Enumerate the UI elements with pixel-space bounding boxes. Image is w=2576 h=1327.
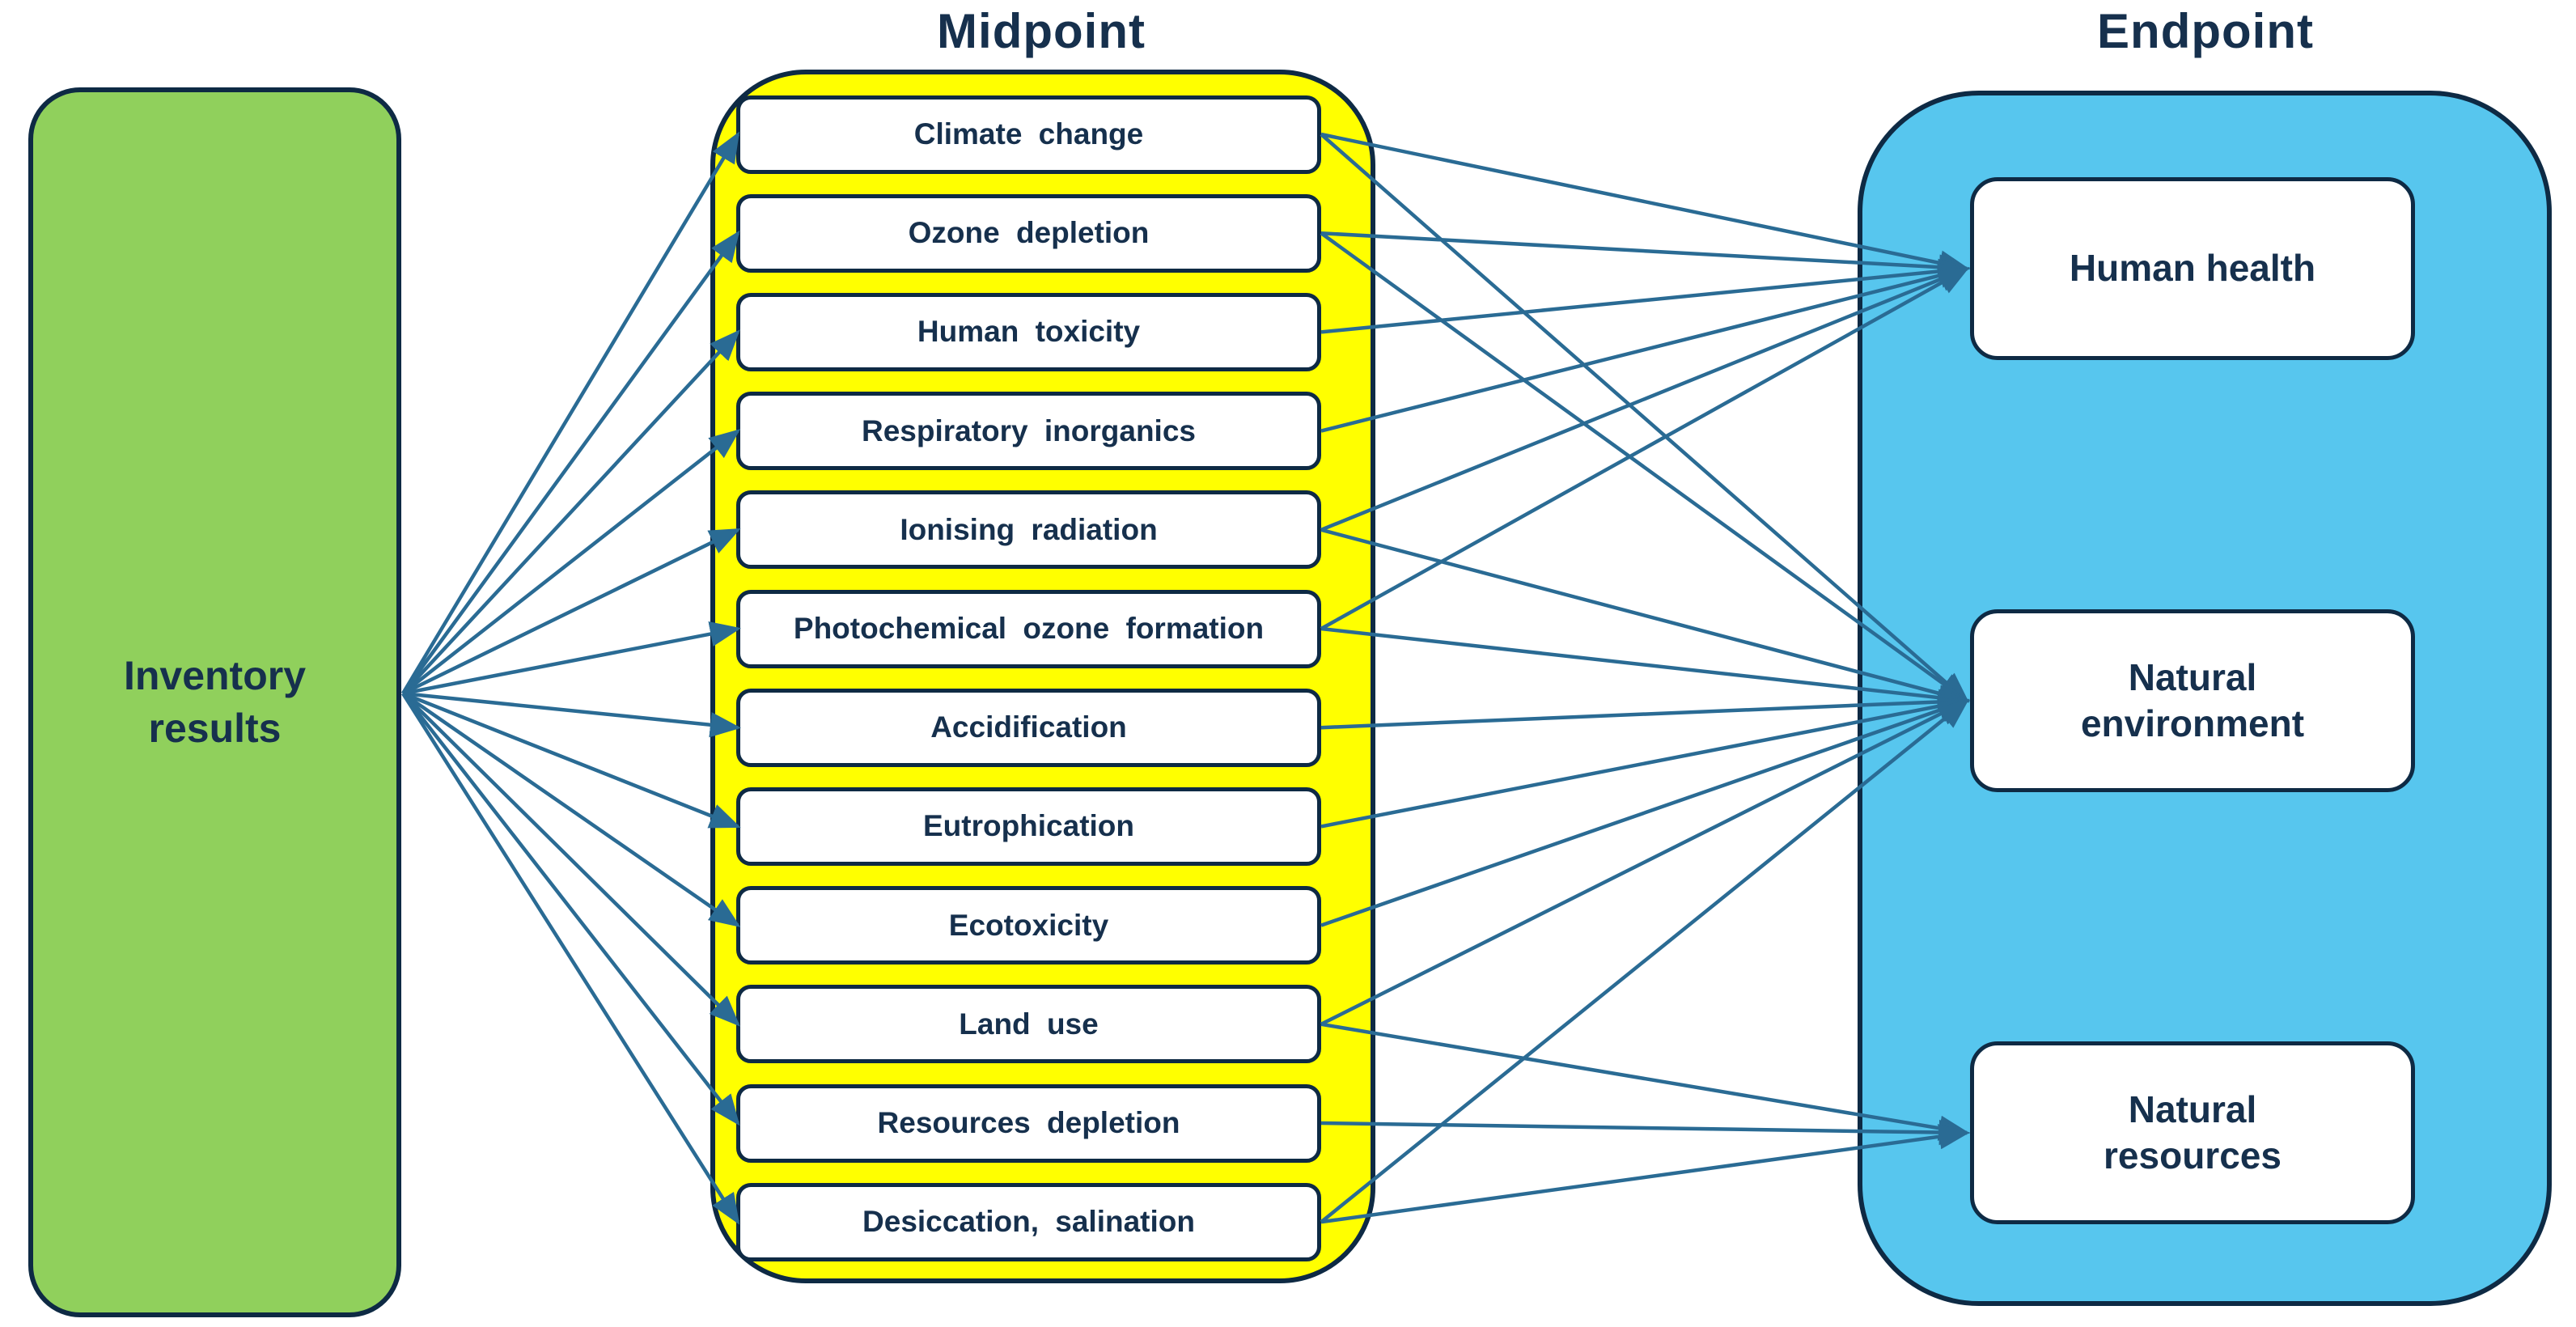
midpoint-item-label: Resources depletion [877,1106,1180,1139]
arrow-inventory-to-climate-change [401,131,740,695]
arrow-inventory-to-ozone-depletion [401,230,740,695]
arrow-inventory-to-eutrophication [402,691,741,829]
endpoint-item-label: Natural resources [2104,1087,2282,1177]
arrow-inventory-to-photochemical-ozone-formation [402,621,741,696]
midpoint-item-label: Photochemical ozone formation [793,612,1265,645]
midpoint-item-eutrophication: Eutrophication [736,786,1321,866]
midpoint-item-resources-depletion: Resources depletion [736,1083,1321,1163]
midpoint-item-label: Accidification [930,710,1127,744]
midpoint-item-accidification: Accidification [736,688,1321,767]
endpoint-item-natural-environment: Natural environment [1970,609,2415,792]
endpoint-item-human-health: Human health [1970,177,2415,360]
arrow-inventory-to-resources-depletion [401,692,740,1126]
midpoint-item-label: Desiccation, salination [862,1205,1195,1239]
midpoint-item-label: Ionising radiation [900,512,1158,546]
midpoint-item-label: Human toxicity [917,315,1141,349]
midpoint-item-label: Ecotoxicity [948,908,1109,942]
midpoint-item-label: Climate change [913,117,1144,151]
midpoint-title: Midpoint [937,4,1146,58]
arrow-inventory-to-ecotoxicity [401,692,741,927]
midpoint-item-label: Respiratory inorganics [861,413,1196,447]
midpoint-item-respiratory-inorganics: Respiratory inorganics [736,392,1321,471]
endpoint-item-label: Natural environment [2080,655,2305,745]
midpoint-item-label: Ozone depletion [908,216,1150,250]
arrow-inventory-to-respiratory-inorganics [401,429,741,695]
midpoint-item-desiccation-salination: Desiccation, salination [736,1182,1321,1261]
midpoint-item-climate-change: Climate change [736,95,1321,174]
endpoint-title: Endpoint [2097,4,2314,58]
arrow-inventory-to-human-toxicity [401,329,740,695]
midpoint-item-land-use: Land use [736,985,1321,1064]
midpoint-item-ecotoxicity: Ecotoxicity [736,886,1321,965]
endpoint-item-natural-resources: Natural resources [1970,1041,2415,1224]
midpoint-item-label: Eutrophication [922,809,1135,843]
arrow-inventory-to-land-use [401,692,740,1027]
endpoint-item-label: Human health [2069,247,2316,290]
midpoint-item-ozone-depletion: Ozone depletion [736,193,1321,273]
inventory-results-label: Inventory results [123,653,307,751]
midpoint-item-photochemical-ozone-formation: Photochemical ozone formation [736,589,1321,668]
midpoint-item-human-toxicity: Human toxicity [736,292,1321,371]
midpoint-item-label: Land use [959,1007,1099,1041]
arrow-inventory-to-accidification [402,691,742,738]
arrow-inventory-to-ionising-radiation [402,528,741,696]
midpoint-item-ionising-radiation: Ionising radiation [736,490,1321,570]
arrow-inventory-to-desiccation-salination [401,692,740,1225]
inventory-results-node: Inventory results [28,87,401,1317]
